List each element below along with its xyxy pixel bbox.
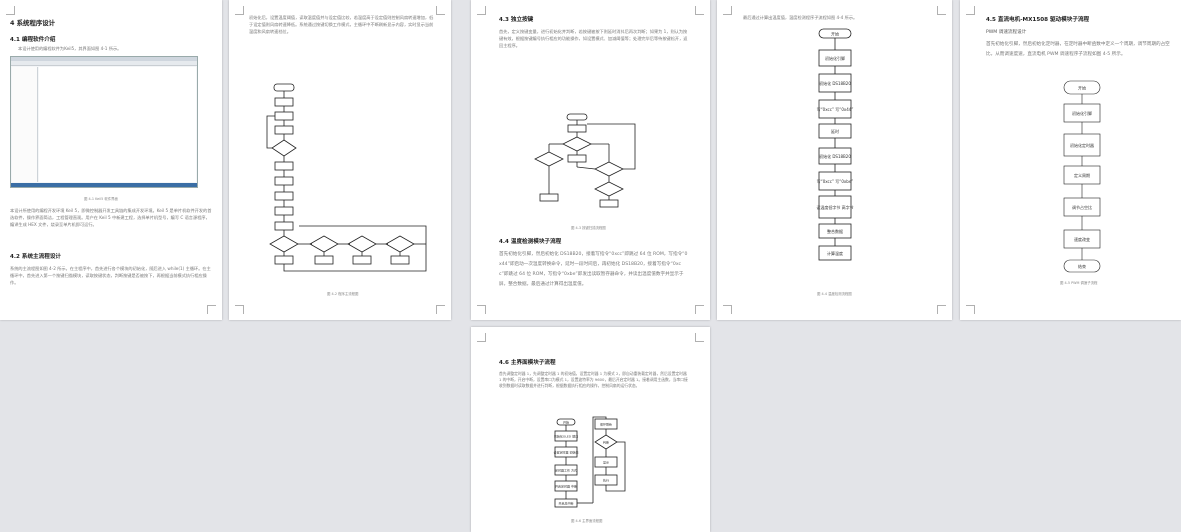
flow-node-label: 结束 (1078, 263, 1086, 269)
figure-caption: 图 4-5 PWM 调速子流程 (1060, 281, 1098, 285)
figure-caption: 图 4-4 温度检测流程图 (817, 292, 852, 296)
body-paragraph: 首先初始化引脚，然后初始化定时器，在定时器中断函数中定义一个周期，调节周期的占空… (986, 42, 1170, 57)
screenshot-statusbar (11, 183, 197, 187)
section-heading: 4.4 温度检测模块子流程 (499, 239, 562, 245)
page-corner-mark (6, 6, 15, 15)
figure-caption: 图 4-1 Keil5 软件界面 (84, 197, 118, 201)
flow-node-label: 开始 (831, 31, 839, 37)
section-heading: 4.6 主界面模块子流程 (499, 360, 556, 366)
flow-node-label: 初始化引脚 (1072, 110, 1092, 116)
flow-node-label: 延时 (831, 128, 839, 134)
page-corner-mark (723, 6, 732, 15)
page-corner-mark (695, 333, 704, 342)
flow-node-label: 调节占空比 (1072, 204, 1092, 210)
flow-node-label: 开启总中断 (558, 501, 573, 506)
keil-screenshot-figure (10, 56, 198, 188)
body-paragraph: 系统的主流程图如图 4-2 所示。在主程序中，首先进行各个模块的初始化，随后进入… (10, 266, 211, 285)
document-page-3: 4.3 独立按键 首先，定义按键变量，进行初始化并判断，若按键被按下则延时消抖后… (471, 0, 710, 320)
flow-node-label: 读温度低字节 高字节 (816, 204, 853, 210)
flow-node-label: 初始化引脚 (825, 55, 845, 61)
page-corner-mark (235, 6, 244, 15)
flow-node-label: 循环刷新 (600, 422, 612, 427)
body-paragraph: 首先调整定时器 1，先调整定时器 1 的初始值，设置定时器 1 为模式 2，即自… (499, 371, 688, 388)
body-paragraph: 本设计所使用的编程开发环境 Keil 5，即微控制器开发工具链的集成开发环境。K… (10, 208, 212, 227)
flow-node-label: 定时器工作 方式 (555, 468, 577, 473)
flow-node-label: 执行 (603, 478, 609, 483)
document-page-4: 最后通过计算出温度值，温度检测程序子流程如图 4-4 所示。 开始 初始化引脚 … (717, 0, 952, 320)
flow-node-label: 写“0xcc” 写“0xbe” (817, 179, 854, 184)
page-corner-mark (235, 305, 244, 314)
flow-node-label: 开始 (1078, 85, 1086, 91)
page-corner-mark (207, 305, 216, 314)
screenshot-titlebar (11, 57, 197, 61)
page-corner-mark (937, 6, 946, 15)
body-paragraph: 初始化后，设置温度阈值，读取温度值并与设定值比较，若温度高于设定值则控制风扇转速… (249, 15, 434, 34)
flow-node-label: 开启定时器 中断 (555, 484, 577, 489)
main-interface-flowchart: 开始 初始化OLED 端口 设置定时器 初始值 定时器工作 方式 开启定时器 中… (554, 416, 626, 508)
page-corner-mark (436, 305, 445, 314)
chapter-heading: 4 系统程序设计 (10, 19, 56, 27)
section-heading: 4.3 独立按键 (499, 17, 534, 23)
flow-node-label: 开始 (563, 420, 569, 425)
document-page-6: 4.6 主界面模块子流程 首先调整定时器 1，先调整定时器 1 的初始值，设置定… (471, 327, 710, 532)
page-corner-mark (966, 6, 975, 15)
document-page-2: 初始化后，设置温度阈值，读取温度值并与设定值比较，若温度高于设定值则控制风扇转速… (229, 0, 451, 320)
body-paragraph: 本设计使用的编程软件为Keil5，其界面如图 4-1 所示。 (18, 46, 122, 51)
screenshot-toolbar (11, 61, 197, 66)
flow-node-label: 初始化OLED 端口 (554, 434, 578, 439)
page-corner-mark (477, 305, 486, 314)
page-corner-mark (695, 6, 704, 15)
subsection-heading: PWM 调速流程设计 (986, 30, 1027, 35)
document-page-5: 4.5 直流电机-MX1508 驱动模块子流程 PWM 调速流程设计 首先初始化… (960, 0, 1181, 320)
page-corner-mark (723, 305, 732, 314)
document-page-1: 4 系统程序设计 4.1 编程软件介绍 本设计使用的编程软件为Keil5，其界面… (0, 0, 222, 320)
section-heading: 4.2 系统主流程设计 (10, 254, 62, 260)
body-paragraph: 首先初始化引脚，然后初始化 DS18B20，接着写指令“0xcc”即跳过 64 … (499, 252, 688, 287)
flow-node-label: 写“0xcc” 写“0x44” (817, 107, 854, 112)
section-heading: 4.5 直流电机-MX1508 驱动模块子流程 (986, 17, 1090, 23)
pwm-flowchart: 开始 初始化引脚 初始化定时器 定义周期 调节占空比 速度改变 结束 (1063, 80, 1101, 273)
flow-node-label: 初始化 DS18B20 (819, 153, 851, 159)
page-corner-mark (477, 6, 486, 15)
page-corner-mark (477, 333, 486, 342)
figure-caption: 图 4-6 主界面流程图 (571, 519, 603, 523)
figure-caption: 图 4-2 程序主流程图 (327, 292, 359, 296)
figure-caption: 图 4-3 按键扫描流程图 (571, 226, 606, 230)
body-paragraph: 首先，定义按键变量，进行初始化并判断，若按键被按下则延时消抖后再次判断；如果为 … (499, 29, 688, 48)
flow-node-label: 初始化定时器 (1070, 142, 1094, 148)
flow-node-label: 显示 (603, 461, 609, 465)
main-flowchart (266, 83, 427, 272)
screenshot-editor-area (39, 67, 196, 182)
screenshot-project-panel (12, 67, 38, 182)
key-scan-flowchart (534, 113, 636, 208)
flow-node-label: 设置定时器 初始值 (554, 450, 579, 455)
flow-node-label: 判断 (603, 440, 609, 445)
flow-node-label: 计算温度 (827, 250, 843, 256)
flow-node-label: 速度改变 (1074, 236, 1090, 242)
page-corner-mark (937, 305, 946, 314)
flow-node-label: 整合数据 (827, 228, 843, 234)
page-corner-mark (966, 305, 975, 314)
temperature-flowchart: 开始 初始化引脚 初始化 DS18B20 写“0xcc” 写“0x44” 延时 … (816, 28, 854, 261)
flow-node-label: 定义周期 (1074, 172, 1090, 178)
section-heading: 4.1 编程软件介绍 (10, 37, 56, 43)
body-paragraph: 最后通过计算出温度值，温度检测程序子流程如图 4-4 所示。 (743, 15, 858, 20)
page-corner-mark (695, 305, 704, 314)
flow-node-label: 初始化 DS18B20 (819, 80, 851, 86)
page-corner-mark (436, 6, 445, 15)
